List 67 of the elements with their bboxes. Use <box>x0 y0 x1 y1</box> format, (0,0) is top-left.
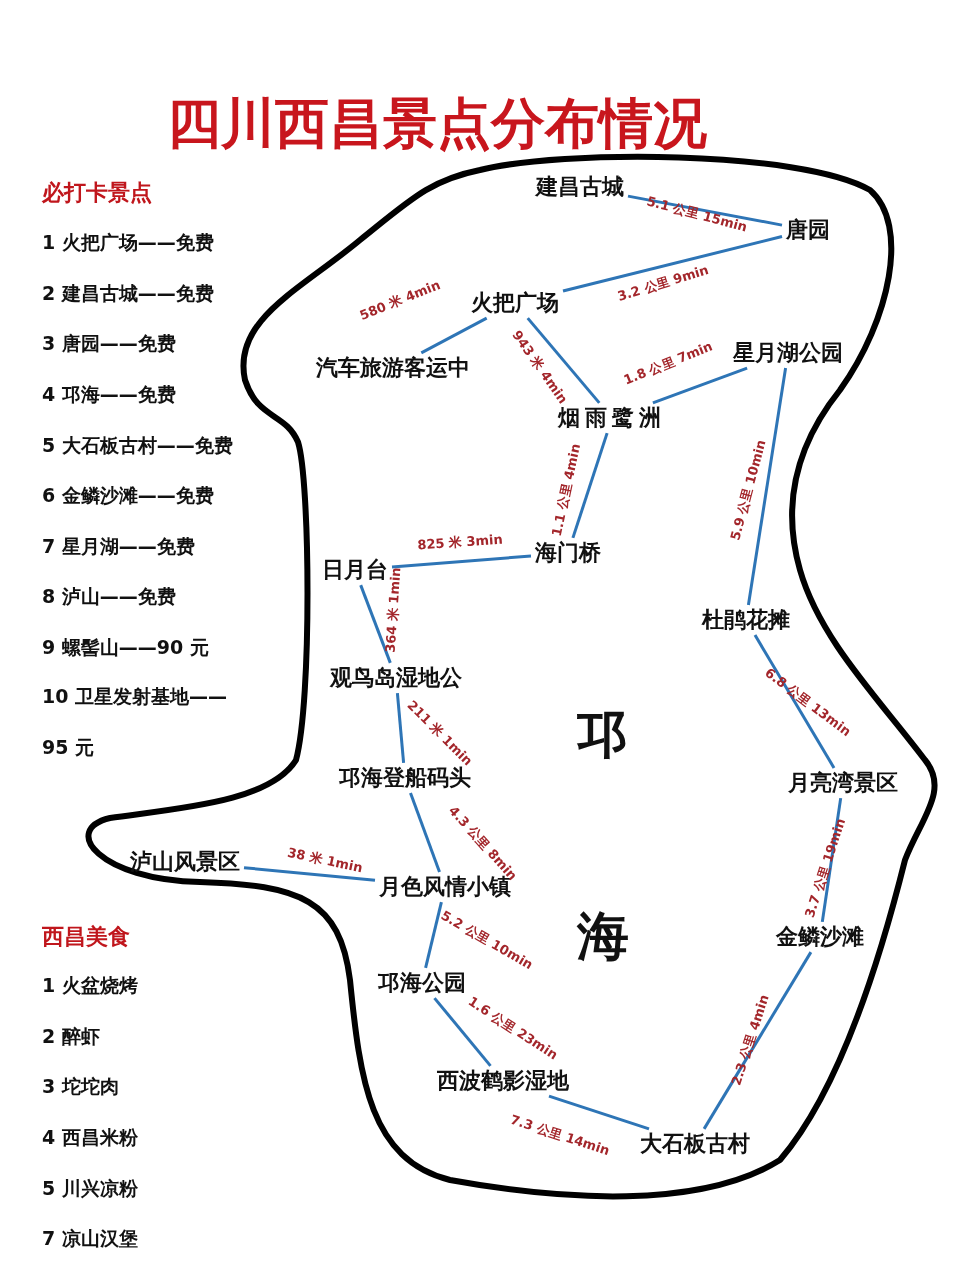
distance-label: 5.9 公里 10min <box>728 438 768 542</box>
list-item: 7 凉山汉堡 <box>42 1226 138 1251</box>
place-name: 星月湖公园 <box>733 340 843 366</box>
lake-name: 邛 <box>577 703 629 766</box>
place-name: 月亮湾景区 <box>788 770 898 796</box>
route-line <box>359 584 392 664</box>
place-name: 烟雨鹭洲 <box>558 405 666 431</box>
list-item: 1 火把广场——免费 <box>42 230 214 255</box>
list-item: 1 火盆烧烤 <box>42 973 138 998</box>
distance-label: 580 米 4min <box>357 277 443 323</box>
list-item: 2 建昌古城——免费 <box>42 281 214 306</box>
distance-label: 7.3 公里 14min <box>508 1112 612 1158</box>
route-line <box>652 366 748 405</box>
map-title: 四川西昌景点分布情况 <box>167 91 707 157</box>
lake-name: 海 <box>577 905 629 968</box>
route-line <box>562 235 783 293</box>
place-name: 邛海登船码头 <box>339 765 471 791</box>
list-item: 5 大石板古村——免费 <box>42 433 233 458</box>
distance-label: 38 米 1min <box>286 845 364 875</box>
list-item: 3 唐园——免费 <box>42 331 176 356</box>
place-name: 火把广场 <box>471 290 559 316</box>
route-line <box>409 792 441 873</box>
place-name: 建昌古城 <box>536 174 624 200</box>
route-line <box>627 194 783 227</box>
distance-label: 3.2 公里 9min <box>615 263 711 303</box>
route-line <box>702 951 813 1130</box>
distance-label: 825 米 3min <box>416 532 504 552</box>
list-item: 3 坨坨肉 <box>42 1074 119 1099</box>
distance-label: 1.1 公里 4min <box>549 442 583 538</box>
place-name: 西波鹤影湿地 <box>437 1068 569 1094</box>
place-name: 观鸟岛湿地公 <box>330 665 462 691</box>
section-heading: 必打卡景点 <box>42 179 152 207</box>
route-line <box>395 692 406 764</box>
route-line <box>746 367 788 606</box>
list-item: 9 螺髻山——90 元 <box>42 635 209 660</box>
list-item: 7 星月湖——免费 <box>42 534 195 559</box>
route-line <box>571 432 609 539</box>
list-item: 2 醉虾 <box>42 1024 100 1049</box>
list-item: 4 邛海——免费 <box>42 382 176 407</box>
route-line <box>420 316 488 355</box>
place-name: 金鳞沙滩 <box>776 924 864 950</box>
route-line <box>433 997 492 1067</box>
route-line <box>424 901 443 969</box>
route-line <box>391 554 532 569</box>
distance-label: 3.7 公里 19min <box>802 816 848 920</box>
place-name: 汽车旅游客运中 <box>316 355 470 381</box>
route-line <box>526 317 601 404</box>
route-line <box>820 797 843 923</box>
list-item: 10 卫星发射基地——95 元 <box>42 684 229 760</box>
place-name: 邛海公园 <box>378 970 466 996</box>
route-line <box>548 1094 650 1131</box>
place-name: 大石板古村 <box>640 1131 750 1157</box>
place-name: 泸山风景区 <box>130 849 240 875</box>
route-line <box>243 866 376 882</box>
section-heading: 西昌美食 <box>42 923 130 951</box>
distance-label: 2.3 公里 4min <box>729 993 771 1087</box>
distance-label: 5.1 公里 15min <box>645 194 749 234</box>
list-item: 4 西昌米粉 <box>42 1125 138 1150</box>
place-name: 杜鹃花摊 <box>702 607 790 633</box>
route-line <box>753 634 836 769</box>
list-item: 5 川兴凉粉 <box>42 1176 138 1201</box>
list-item: 8 泸山——免费 <box>42 584 176 609</box>
place-name: 海门桥 <box>535 540 601 566</box>
place-name: 日月台 <box>322 557 388 583</box>
distance-label: 1.8 公里 7min <box>621 339 715 387</box>
list-item: 6 金鳞沙滩——免费 <box>42 483 214 508</box>
place-name: 唐园 <box>786 217 830 243</box>
